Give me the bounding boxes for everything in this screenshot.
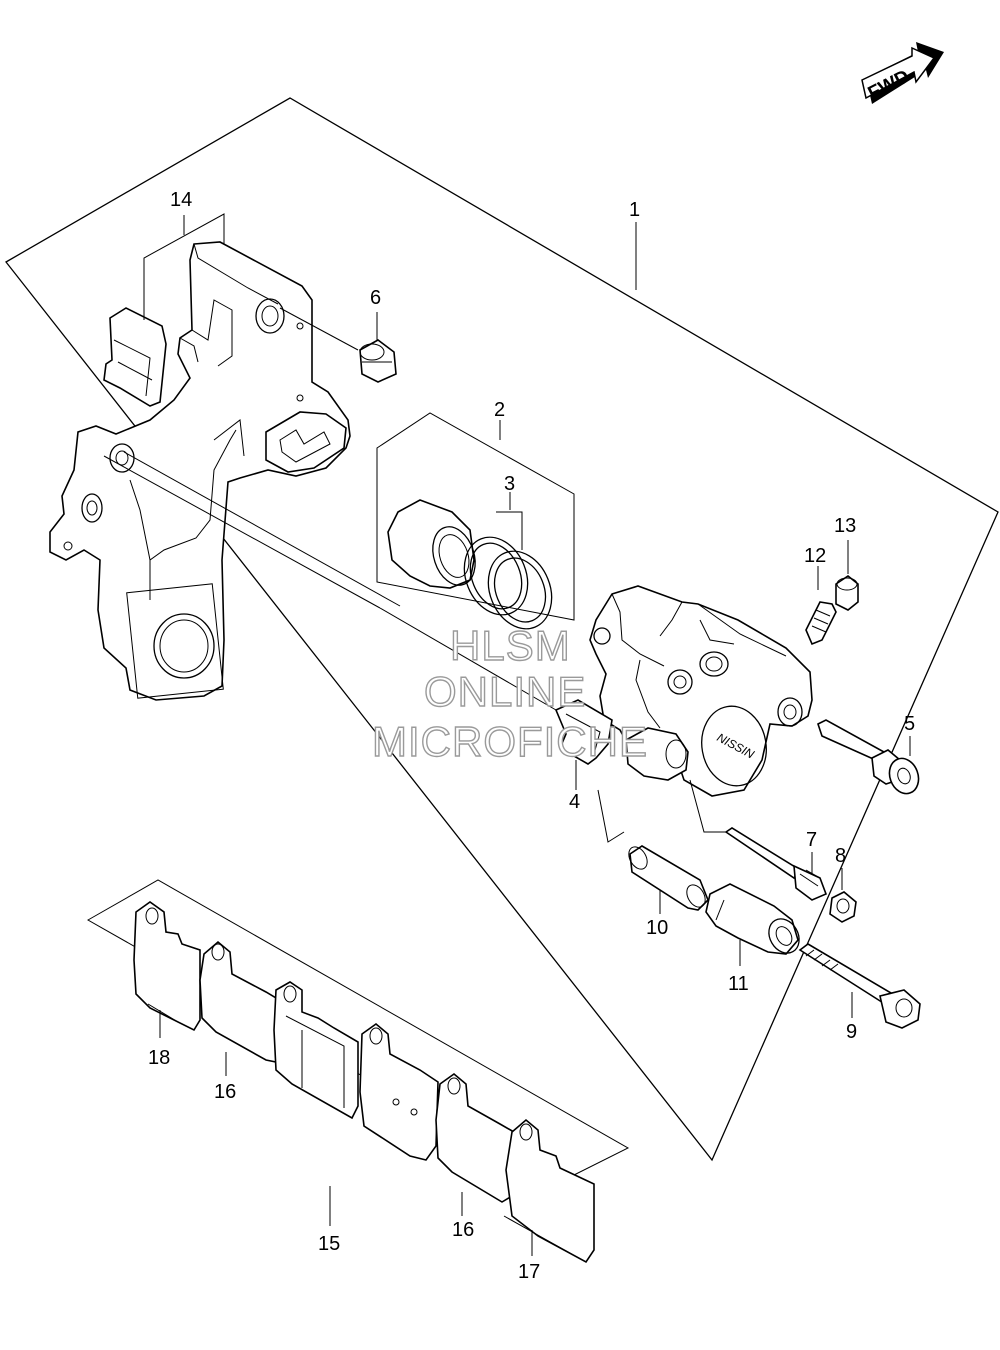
brake-pad-center-right <box>359 1022 439 1161</box>
caliper-body-1: NISSIN <box>589 585 813 797</box>
nut-8 <box>829 891 857 923</box>
callout-17: 17 <box>518 1261 540 1283</box>
callout-2: 2 <box>494 399 505 421</box>
watermark: HLSM ONLINE MICROFICHE <box>371 621 648 765</box>
brake-pad-18 <box>133 901 201 1032</box>
brake-pad-shim-16-right <box>435 1072 515 1203</box>
caliper-assembly-outline <box>5 97 999 1162</box>
watermark-line3: MICROFICHE <box>372 718 648 765</box>
pad-spring-clip-18-small <box>103 307 167 407</box>
caliper-bracket-14 <box>49 241 351 701</box>
slide-pin-7 <box>724 827 828 901</box>
callout-8: 8 <box>835 845 846 867</box>
callout-13: 13 <box>834 515 856 537</box>
watermark-line2: ONLINE <box>424 668 586 715</box>
callout-16-left: 16 <box>214 1081 236 1103</box>
brake-pad-center-left <box>273 981 359 1120</box>
sleeve-10 <box>628 845 709 911</box>
callout-1: 1 <box>629 199 640 221</box>
callout-18: 18 <box>148 1047 170 1069</box>
callout-15: 15 <box>318 1233 340 1255</box>
pad-set-box <box>86 879 630 1186</box>
callout-12: 12 <box>804 545 826 567</box>
callout-6: 6 <box>370 287 381 309</box>
callout-4: 4 <box>569 791 580 813</box>
callout-5: 5 <box>904 713 915 735</box>
brake-pad-17 <box>503 1118 595 1264</box>
slide-pin-5 <box>817 719 920 795</box>
boot-11 <box>705 883 800 955</box>
callout-9: 9 <box>846 1021 857 1043</box>
bolt-9 <box>798 943 921 1029</box>
bleed-cap-13 <box>835 575 859 611</box>
piston-seal-3 <box>463 536 553 630</box>
boot-6 <box>359 339 397 383</box>
piston-set-box <box>376 412 575 621</box>
piston-2 <box>387 499 476 589</box>
fwd-arrow-icon: FWD <box>861 42 944 104</box>
callout-11: 11 <box>728 973 749 995</box>
callout-14: 14 <box>170 189 192 211</box>
brake-pad-shim-16-left <box>199 940 277 1063</box>
callout-7: 7 <box>806 829 817 851</box>
pad-spring-4 <box>554 699 613 765</box>
bleed-screw-12 <box>805 601 837 646</box>
watermark-line1: HLSM <box>450 622 571 669</box>
callout-3: 3 <box>504 473 515 495</box>
callout-10: 10 <box>646 917 668 939</box>
callout-16-right: 16 <box>452 1219 474 1241</box>
